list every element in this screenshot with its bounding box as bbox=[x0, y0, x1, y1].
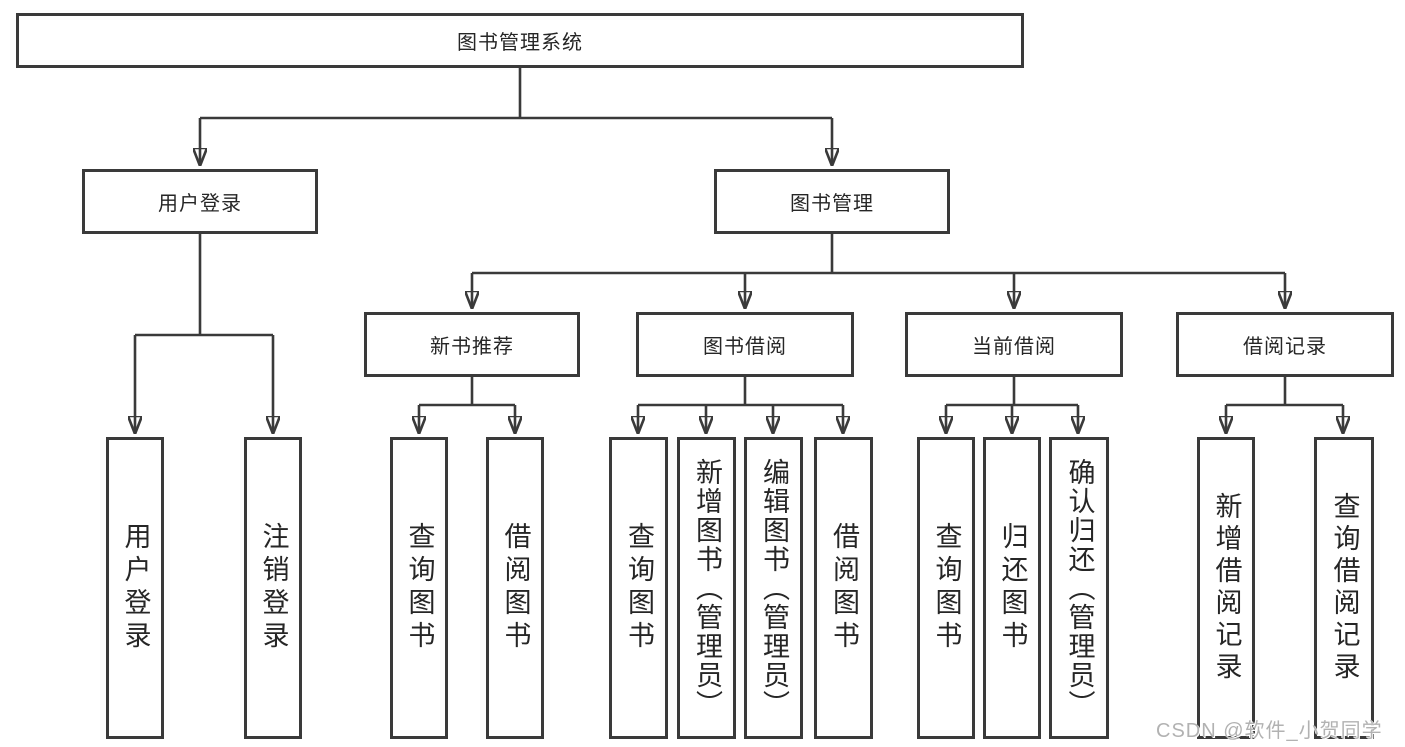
connector-current-borrowing-trunk bbox=[946, 377, 1078, 407]
connector-book-borrowing-trunk bbox=[638, 377, 843, 407]
leaf-bb-query-books: 查询图书 bbox=[609, 437, 668, 739]
leaf-cb-return-books: 归还图书 bbox=[983, 437, 1041, 739]
connector-user-login-trunk bbox=[135, 234, 273, 337]
leaf-rec-borrow-books: 借阅图书 bbox=[486, 437, 544, 739]
leaf-user-login: 用户登录 bbox=[106, 437, 164, 739]
connector-new-book-rec-trunk bbox=[419, 377, 515, 407]
leaf-cb-confirm-return-admin: 确认归还（管理员） bbox=[1049, 437, 1109, 739]
leaf-cb-query-books: 查询图书 bbox=[917, 437, 975, 739]
node-book-management-branch: 图书管理 bbox=[714, 169, 950, 234]
leaf-bb-borrow-books: 借阅图书 bbox=[814, 437, 873, 739]
node-current-borrowing: 当前借阅 bbox=[905, 312, 1123, 377]
node-user-login-branch: 用户登录 bbox=[82, 169, 318, 234]
leaf-br-query-record: 查询借阅记录 bbox=[1314, 437, 1374, 739]
connector-borrowing-records-trunk bbox=[1226, 377, 1343, 407]
node-borrowing-records: 借阅记录 bbox=[1176, 312, 1394, 377]
leaf-bb-add-books-admin: 新增图书（管理员） bbox=[677, 437, 736, 739]
leaf-bb-edit-books-admin: 编辑图书（管理员） bbox=[744, 437, 803, 739]
connector-root-trunk bbox=[200, 68, 832, 120]
node-book-borrowing: 图书借阅 bbox=[636, 312, 854, 377]
connector-book-management-trunk bbox=[472, 234, 1285, 275]
leaf-br-add-record: 新增借阅记录 bbox=[1197, 437, 1255, 739]
node-new-book-recommendation: 新书推荐 bbox=[364, 312, 580, 377]
leaf-logout-login: 注销登录 bbox=[244, 437, 302, 739]
node-library-management-system: 图书管理系统 bbox=[16, 13, 1024, 68]
csdn-watermark: CSDN @软件_小贺同学 bbox=[1156, 720, 1383, 742]
leaf-rec-query-books: 查询图书 bbox=[390, 437, 448, 739]
